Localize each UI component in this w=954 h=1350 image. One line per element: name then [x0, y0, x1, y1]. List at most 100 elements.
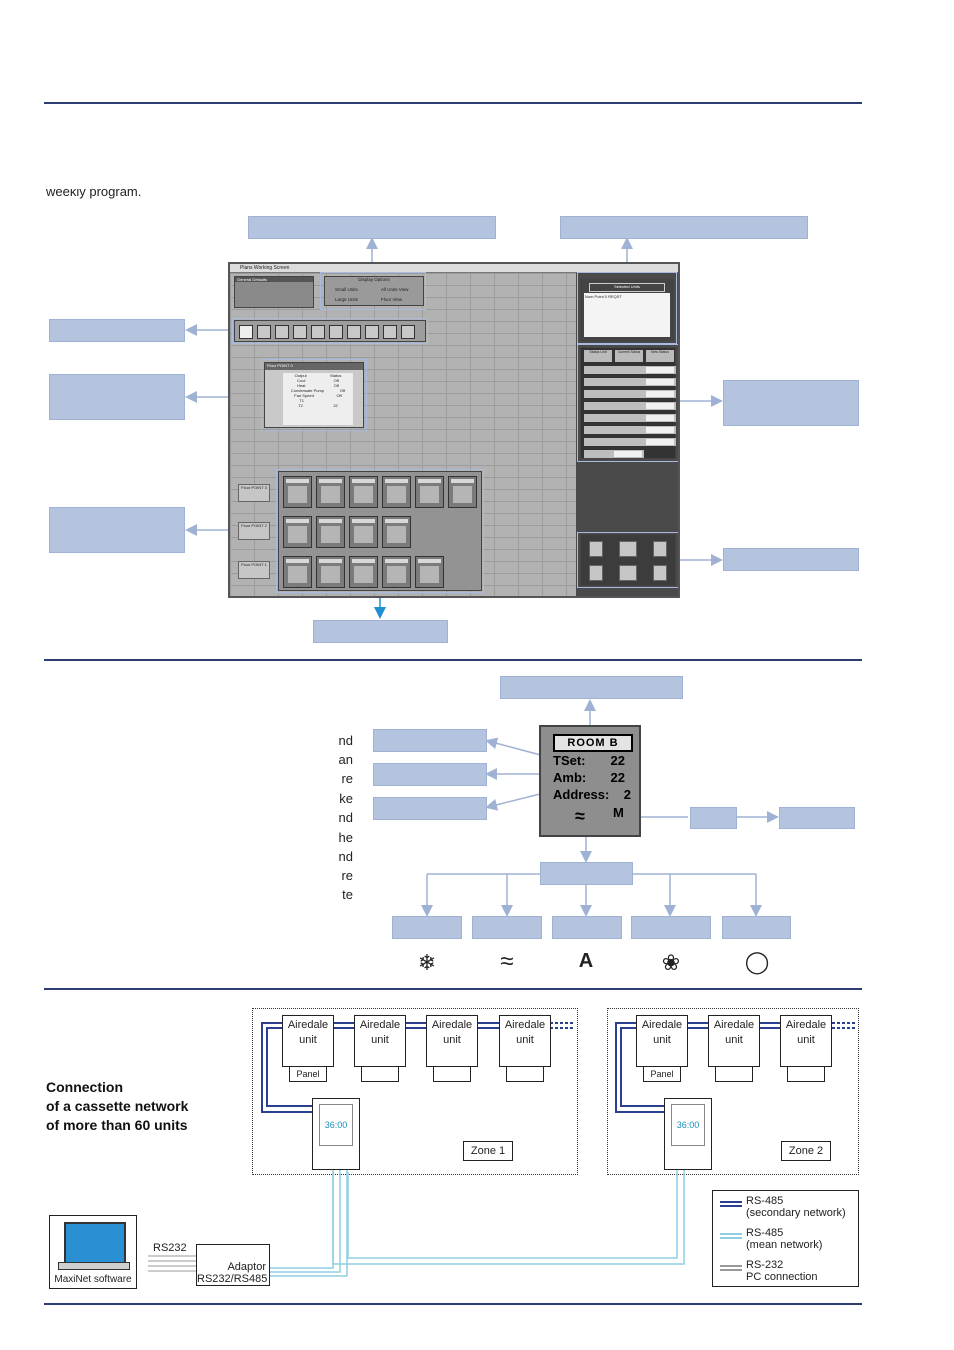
address-row: Address:2	[553, 787, 633, 803]
laptop-label: MaxiNet software	[54, 1274, 132, 1285]
status-row[interactable]	[584, 426, 676, 434]
unit-tile[interactable]	[349, 476, 378, 508]
toolbar-button[interactable]	[311, 325, 325, 339]
laptop-base	[58, 1262, 130, 1270]
callout-cool	[392, 916, 462, 939]
status-row[interactable]	[584, 438, 676, 446]
room-widget[interactable]: ROOM B TSet:22 Amb:22 Address:2 ≈ M	[539, 725, 641, 837]
legend-swatch-secondary	[720, 1201, 742, 1203]
floor-button-1[interactable]: Floor POINT 1	[238, 561, 270, 579]
unit-tile[interactable]	[316, 516, 345, 548]
status-row[interactable]	[584, 366, 676, 374]
section-rule-bottom	[44, 1303, 862, 1305]
legend: RS-485 (secondary network) RS-485 (mean …	[712, 1190, 859, 1287]
unit-tile[interactable]	[349, 516, 378, 548]
output-row-label: Cool	[297, 378, 306, 383]
toolbar-button[interactable]	[239, 325, 253, 339]
unit-label: unit	[371, 1034, 389, 1046]
toolbar-button[interactable]	[401, 325, 415, 339]
selected-units-title: Selected Units	[589, 283, 665, 292]
toolbar-button[interactable]	[365, 325, 379, 339]
unit-tile[interactable]	[448, 476, 477, 508]
close-button[interactable]	[653, 565, 667, 581]
unit-tile[interactable]	[382, 556, 411, 588]
output-row-label: Heat	[297, 383, 306, 388]
callout-toolbar	[49, 319, 185, 342]
legend-title: RS-485	[746, 1227, 784, 1239]
adaptor-line-1: Adaptor	[227, 1261, 266, 1273]
callout-room-name	[500, 676, 683, 699]
status-row[interactable]	[584, 414, 676, 422]
unit-label: unit	[797, 1034, 815, 1046]
status-row[interactable]	[584, 402, 676, 410]
unit-label: unit	[516, 1034, 534, 1046]
unit-tile[interactable]	[283, 516, 312, 548]
unit-tile[interactable]	[382, 516, 411, 548]
text-fragment: nd	[338, 733, 353, 748]
unit-base	[506, 1066, 544, 1082]
caption-line-3: of more than 60 units	[46, 1117, 188, 1133]
heat-icon: ≈	[500, 948, 514, 975]
status-row[interactable]	[584, 378, 676, 386]
callout-tset	[373, 729, 487, 752]
unit-base	[361, 1066, 399, 1082]
text-fragment: te	[342, 887, 353, 902]
unit-tile[interactable]	[283, 476, 312, 508]
fan-icon: ❀	[661, 950, 681, 975]
unit-tile[interactable]	[415, 556, 444, 588]
output-row-value: 22	[333, 403, 338, 408]
status-row[interactable]	[584, 450, 644, 458]
option-large-units[interactable]: Large Units	[335, 297, 359, 302]
address-value: 2	[623, 787, 631, 802]
unit-tile[interactable]	[382, 476, 411, 508]
tset-label: TSet:	[553, 753, 586, 768]
floor-button-3[interactable]: Floor POINT 3	[238, 484, 270, 502]
heat-icon: ≈	[575, 806, 585, 826]
tset-value: 22	[610, 753, 625, 768]
legend-swatch-pc	[720, 1265, 742, 1267]
laptop-icon	[64, 1222, 126, 1264]
intro-fragment: weekly program.	[46, 184, 142, 199]
control-button[interactable]	[589, 565, 603, 581]
unit-tile[interactable]	[316, 556, 345, 588]
callout-floor-buttons	[49, 507, 185, 553]
unit-tile[interactable]	[415, 476, 444, 508]
status-table: Status Unit Current Status New Status	[580, 347, 676, 459]
text-fragment: nd	[338, 810, 353, 825]
toolbar-button[interactable]	[275, 325, 289, 339]
control-button[interactable]	[653, 541, 667, 557]
zone-2-label: Zone 2	[781, 1141, 831, 1161]
output-row-label: T1	[299, 398, 304, 403]
toolbar-button[interactable]	[347, 325, 361, 339]
status-row[interactable]	[584, 390, 676, 398]
toolbar-button[interactable]	[383, 325, 397, 339]
control-button[interactable]	[619, 541, 637, 557]
unit-tile[interactable]	[283, 556, 312, 588]
unit-tile[interactable]	[316, 476, 345, 508]
callout-mode-letter	[690, 807, 737, 829]
toolbar-button[interactable]	[257, 325, 271, 339]
toolbar-button[interactable]	[293, 325, 307, 339]
output-row-label: Condensate Pump	[290, 388, 325, 393]
unit-grid	[278, 471, 482, 591]
unit-tile[interactable]	[349, 556, 378, 588]
toolbar-highlight	[232, 318, 428, 344]
output-row-label: Fan Speed	[294, 393, 314, 398]
status-header: Current Status	[615, 350, 643, 362]
section-rule-top	[44, 102, 862, 104]
callout-auto	[552, 916, 622, 939]
status-header: New Status	[646, 350, 674, 362]
floor-button-2[interactable]: Floor POINT 2	[238, 522, 270, 540]
selected-units-list[interactable]: Nom Point 0 REQST	[584, 293, 670, 337]
legend-subtitle: PC connection	[746, 1271, 818, 1283]
option-all-units[interactable]: All Units View	[381, 287, 409, 292]
option-floor-view[interactable]: Floor View	[381, 297, 403, 302]
option-small-units[interactable]: Small Units	[335, 287, 358, 292]
control-button[interactable]	[619, 565, 637, 581]
toolbar-button[interactable]	[329, 325, 343, 339]
control-button[interactable]	[589, 541, 603, 557]
text-fragment: he	[338, 830, 353, 845]
